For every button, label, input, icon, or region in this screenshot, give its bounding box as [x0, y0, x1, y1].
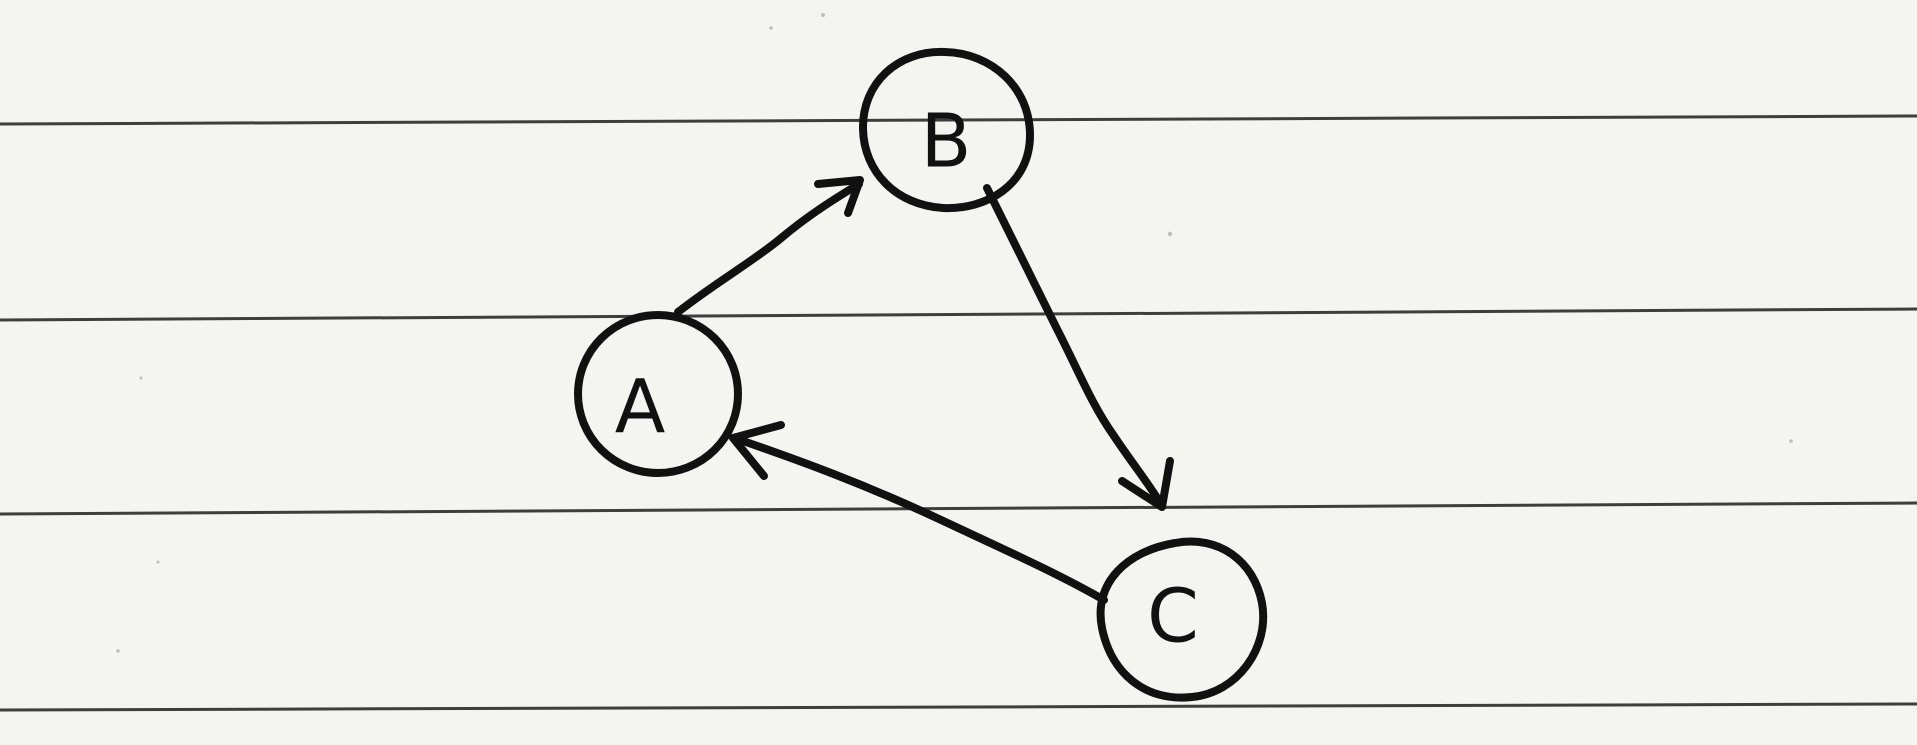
- notebook-line-4: [0, 702, 1917, 712]
- paper-speck: [769, 26, 773, 30]
- notebook-line-2: [0, 307, 1917, 322]
- notebook-line-1: [0, 114, 1917, 126]
- paper-speck: [156, 560, 160, 564]
- node-c-circle: [1096, 537, 1268, 702]
- paper-speck: [821, 13, 825, 17]
- node-a-circle: [574, 311, 742, 477]
- paper-speck: [1789, 439, 1793, 443]
- node-a: A: [574, 311, 742, 477]
- edge-c-to-a: [739, 437, 1108, 604]
- node-a-label: A: [615, 365, 666, 451]
- node-b: B: [858, 47, 1034, 213]
- node-b-circle: [858, 47, 1034, 213]
- edge-a-to-b: [674, 180, 863, 316]
- paper-speck: [116, 649, 120, 653]
- paper-speck: [139, 376, 143, 380]
- node-c: C: [1096, 537, 1268, 702]
- arrowhead-a-to-b: [814, 176, 864, 217]
- edge-b-to-c: [983, 184, 1166, 510]
- node-c-label: C: [1147, 574, 1199, 660]
- notebook-line-3: [0, 501, 1917, 516]
- paper-speck: [1167, 231, 1173, 237]
- arrowhead-c-to-a: [729, 421, 785, 480]
- arrowhead-b-to-c: [1118, 457, 1174, 511]
- node-b-label: B: [921, 99, 972, 185]
